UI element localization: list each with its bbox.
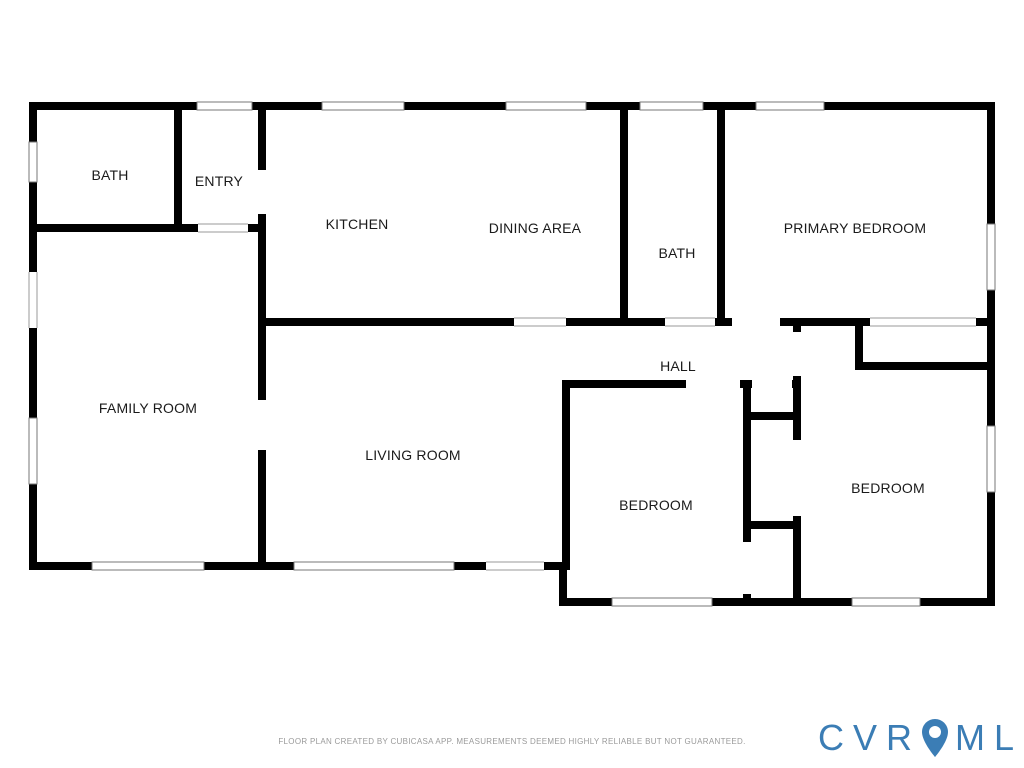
room-label-bath-2: BATH — [658, 245, 696, 261]
map-pin-icon — [922, 719, 949, 757]
room-label-bedroom-1: BEDROOM — [619, 497, 693, 513]
door-edges — [28, 223, 976, 571]
cvrmls-logo: CVR MLS — [818, 716, 1024, 760]
room-label-primary-bedroom: PRIMARY BEDROOM — [783, 220, 927, 236]
room-label-dining-area: DINING AREA — [488, 220, 582, 236]
room-label-bedroom-2: BEDROOM — [851, 480, 925, 496]
walls — [29, 102, 995, 606]
room-label-family-room: FAMILY ROOM — [98, 400, 198, 416]
disclaimer-text: FLOOR PLAN CREATED BY CUBICASA APP. MEAS… — [278, 737, 746, 746]
room-label-living-room: LIVING ROOM — [365, 447, 461, 463]
room-label-bath: BATH — [91, 167, 129, 183]
windows — [28, 101, 996, 607]
logo-text-left: CVR — [818, 717, 922, 758]
room-label-entry: ENTRY — [194, 173, 244, 189]
doors — [29, 170, 976, 594]
logo-text-right: MLS — [955, 717, 1024, 758]
room-label-hall: HALL — [660, 358, 696, 374]
room-label-kitchen: KITCHEN — [325, 216, 389, 232]
